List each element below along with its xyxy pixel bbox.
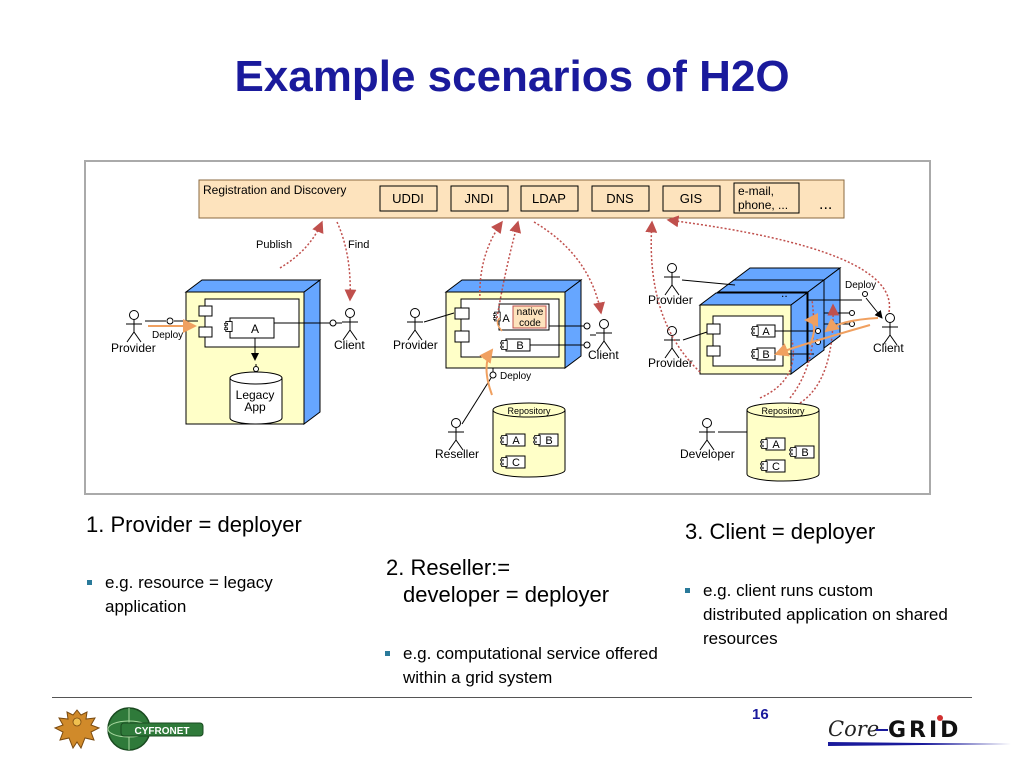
registry-other[interactable]: e-mail, phone, ... bbox=[733, 182, 800, 214]
registry-gis[interactable]: GIS bbox=[662, 185, 721, 212]
scenario3-bullet: e.g. client runs custom distributed appl… bbox=[685, 579, 953, 651]
scenario3-provider2-label: Provider bbox=[648, 356, 693, 370]
scenario3-repository bbox=[746, 402, 820, 482]
scenario3-deploy-label: Deploy bbox=[845, 280, 876, 291]
coregrid-core-text: Core bbox=[828, 717, 879, 741]
slide-title: Example scenarios of H2O bbox=[234, 52, 790, 101]
scenario1-component-a: A bbox=[251, 322, 259, 336]
scenario3-node-front bbox=[698, 292, 809, 375]
legacy-label-line1: Legacy bbox=[236, 388, 275, 402]
scenario1-provider-label: Provider bbox=[111, 341, 156, 355]
scenario1-client-label: Client bbox=[334, 338, 365, 352]
scenario2-heading-line1: 2. Reseller:= bbox=[386, 555, 511, 580]
scenario2-client-label: Client bbox=[588, 348, 619, 362]
scenario1-heading: 1. Provider = deployer bbox=[86, 512, 302, 537]
registry-ldap[interactable]: LDAP bbox=[520, 185, 579, 212]
footer-divider bbox=[52, 697, 972, 698]
legacy-label-line2: App bbox=[244, 400, 266, 414]
publish-label: Publish bbox=[256, 239, 292, 251]
scenario3-component-b: B bbox=[762, 349, 769, 361]
registry-other-line2: phone, ... bbox=[738, 198, 788, 212]
repo3-component-b: B bbox=[801, 447, 808, 459]
scenario2-heading-line2: developer = deployer bbox=[403, 582, 610, 607]
repo2-component-c: C bbox=[512, 457, 520, 469]
scenario2-provider-label: Provider bbox=[393, 338, 438, 352]
scenario2-component-a: A bbox=[502, 313, 510, 325]
cyfronet-logo-text: CYFRONET bbox=[135, 726, 190, 737]
registry-dns-label: DNS bbox=[606, 191, 634, 206]
scenario1-deploy-label: Deploy bbox=[152, 330, 183, 341]
page-number: 16 bbox=[752, 706, 769, 723]
reseller-label: Reseller bbox=[435, 447, 479, 461]
registry-other-line1: e-mail, bbox=[738, 184, 774, 198]
scenario2-repository bbox=[492, 402, 566, 478]
native-code-line1: native bbox=[517, 307, 544, 318]
scenario2-component-b: B bbox=[516, 340, 523, 352]
scenario3-dots: .. bbox=[781, 286, 788, 300]
scenario2-repository-label: Repository bbox=[507, 406, 551, 416]
scenario3-client-label: Client bbox=[873, 341, 904, 355]
scenario3-repository-label: Repository bbox=[761, 406, 805, 416]
developer-label: Developer bbox=[680, 447, 735, 461]
scenario3-provider1-label: Provider bbox=[648, 293, 693, 307]
registry-ldap-label: LDAP bbox=[532, 191, 566, 206]
scenario3-heading: 3. Client = deployer bbox=[685, 519, 876, 544]
repo3-component-c: C bbox=[772, 461, 780, 473]
registry-ellipsis: ... bbox=[819, 196, 832, 213]
registry-uddi[interactable]: UDDI bbox=[379, 185, 438, 212]
eagle-crest-logo bbox=[53, 709, 101, 750]
repo2-component-a: A bbox=[512, 435, 520, 447]
repo2-component-b: B bbox=[545, 435, 552, 447]
scenario1-bullet: e.g. resource = legacy application bbox=[87, 571, 340, 619]
scenario2-bullet: e.g. computational service offered withi… bbox=[385, 642, 678, 690]
find-label: Find bbox=[348, 239, 369, 251]
scenario2-deploy-label: Deploy bbox=[500, 371, 531, 382]
registry-dns[interactable]: DNS bbox=[591, 185, 650, 212]
registry-jndi-label: JNDI bbox=[465, 191, 494, 206]
cyfronet-logo: CYFRONET bbox=[107, 707, 204, 751]
registry-label: Registration and Discovery bbox=[203, 183, 346, 197]
registry-jndi[interactable]: JNDI bbox=[450, 185, 509, 212]
scenario3-component-a: A bbox=[762, 326, 770, 338]
repo3-component-a: A bbox=[772, 439, 780, 451]
registry-uddi-label: UDDI bbox=[392, 191, 424, 206]
scenario2-node bbox=[444, 279, 583, 369]
coregrid-grid-text: GRID bbox=[888, 718, 961, 743]
coregrid-logo: Core GRID bbox=[828, 715, 1011, 746]
native-code-line2: code bbox=[519, 318, 541, 329]
registry-gis-label: GIS bbox=[680, 191, 703, 206]
